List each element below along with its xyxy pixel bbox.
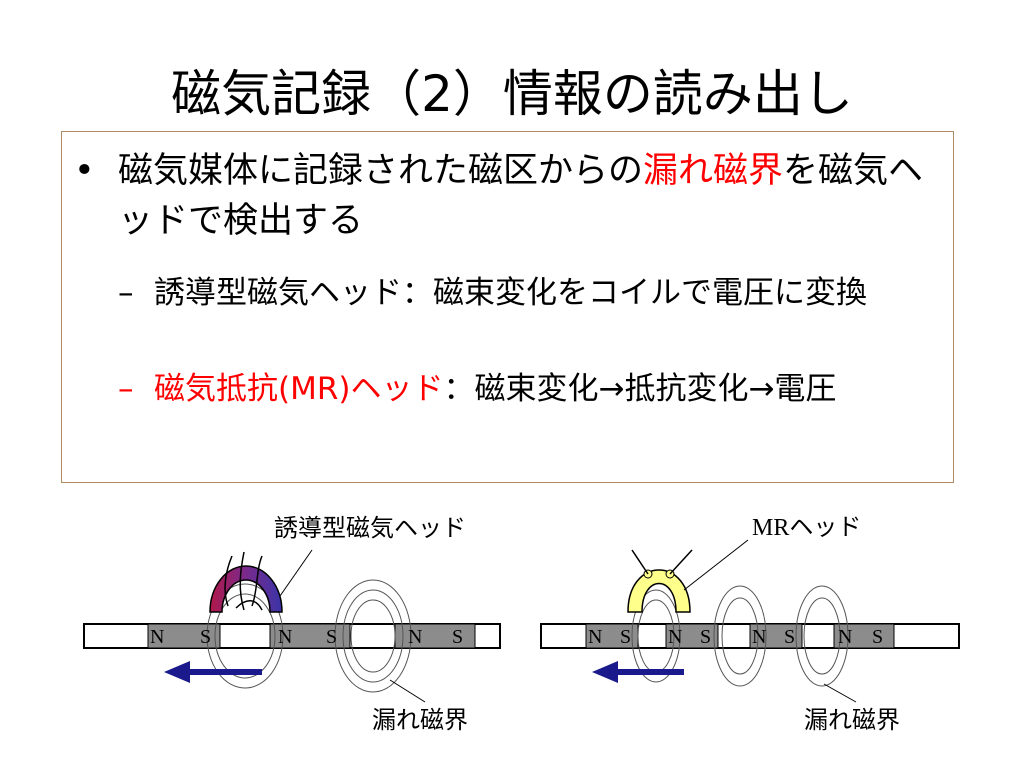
left-domain-letter: S <box>326 626 337 648</box>
right-domain-letters: N S N S N S N S <box>588 626 883 648</box>
mr-head <box>627 569 691 613</box>
inductive-head-label: 誘導型磁気ヘッド <box>274 514 466 542</box>
mr-lead-wire <box>669 549 693 575</box>
right-domain-letter: S <box>784 626 795 648</box>
left-field-loop <box>334 579 412 693</box>
coil-wire <box>239 551 245 611</box>
right-domain-letter: N <box>588 626 602 648</box>
subitem-marker: – <box>118 371 134 407</box>
subitem-text-tail: ：磁束変化→抵抗変化→電圧 <box>443 371 837 407</box>
left-field-loop <box>206 583 284 689</box>
right-field-loop <box>631 589 681 683</box>
slide-title: 磁気記録（2）情報の読み出し <box>171 65 853 123</box>
right-domain-letter: S <box>700 626 711 648</box>
right-domain-letter: N <box>668 626 682 648</box>
right-domain-letter: S <box>872 626 883 648</box>
right-field-pointer <box>823 683 857 703</box>
right-field-loop <box>721 597 759 675</box>
bullet-text: 磁気媒体に記録された磁区からの漏れ磁界を磁気ヘッドで検出する <box>118 146 944 246</box>
left-head-pointer <box>279 549 313 597</box>
mr-lead-wire <box>631 549 649 575</box>
left-motion-arrow-head <box>164 661 190 683</box>
right-field-loop <box>803 597 841 675</box>
left-domain-letter: N <box>408 626 422 648</box>
bullet-text-main: 磁気媒体に記録された磁区からの <box>118 151 644 191</box>
mr-head-label: MRヘッド <box>752 515 862 541</box>
right-field-loop <box>795 585 849 687</box>
subitem-mr-head: – 磁気抵抗(MR)ヘッド：磁束変化→抵抗変化→電圧 <box>118 366 938 412</box>
left-domain-letter: S <box>452 626 463 648</box>
bullet-text-tail: を磁気ヘッドで検出する <box>118 151 924 241</box>
right-field-loop <box>713 585 767 687</box>
subitem-text: 磁気抵抗(MR)ヘッド：磁束変化→抵抗変化→電圧 <box>154 366 938 412</box>
content-box <box>61 131 954 483</box>
left-domain-letter: S <box>200 626 211 648</box>
right-domain <box>665 623 719 649</box>
bullet-marker: • <box>74 151 95 191</box>
right-domain-letter: N <box>752 626 766 648</box>
left-field-loop <box>214 593 276 679</box>
subitem-marker: – <box>118 275 134 311</box>
right-leakage-field-label: 漏れ磁界 <box>804 706 900 734</box>
subitem-inductive-head: – 誘導型磁気ヘッド：磁束変化をコイルで電圧に変換 <box>118 270 938 316</box>
subitem-text: 誘導型磁気ヘッド：磁束変化をコイルで電圧に変換 <box>154 275 867 311</box>
left-figure: N S N S N S <box>83 549 501 703</box>
left-domain-letter: N <box>150 626 164 648</box>
right-motion-arrow-head <box>592 661 618 683</box>
bullet-highlight: 漏れ磁界 <box>643 151 784 191</box>
right-figure: N S N S N S N S <box>540 539 960 703</box>
right-domain <box>833 623 895 649</box>
left-leakage-field-label: 漏れ磁界 <box>372 706 468 734</box>
subitem-highlight: 磁気抵抗(MR)ヘッド <box>154 371 444 407</box>
coil-wire <box>235 600 263 611</box>
coil-wire <box>224 555 233 607</box>
left-domain <box>394 623 476 649</box>
left-field-loop <box>350 599 396 673</box>
right-head-pointer <box>683 539 749 591</box>
left-domain-letters: N S N S N S <box>150 626 463 648</box>
left-domain <box>147 623 221 649</box>
right-domain <box>749 623 803 649</box>
left-field-pointer <box>389 679 426 703</box>
right-domain-letter: S <box>620 626 631 648</box>
bullet-item: • 磁気媒体に記録された磁区からの漏れ磁界を磁気ヘッドで検出する <box>74 146 944 246</box>
left-domain-letter: N <box>278 626 292 648</box>
left-field-loop <box>342 589 404 683</box>
right-domain-letter: N <box>838 626 852 648</box>
inductive-head <box>209 565 283 613</box>
